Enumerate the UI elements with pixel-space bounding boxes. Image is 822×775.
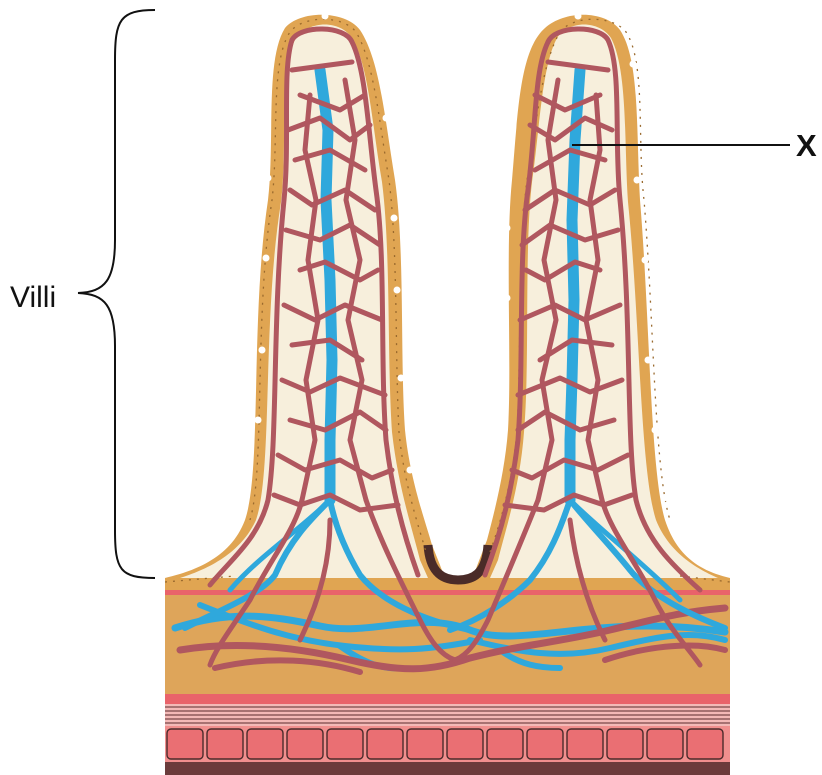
x-label: X	[796, 128, 817, 163]
muscle-cell	[367, 729, 403, 759]
muscle-cell	[487, 729, 523, 759]
muscle-cell	[407, 729, 443, 759]
muscle-layer	[165, 694, 730, 775]
muscle-cell	[647, 729, 683, 759]
muscle-cell	[527, 729, 563, 759]
villi-label: Villi	[10, 281, 56, 314]
muscle-cell	[247, 729, 283, 759]
muscle-cell	[447, 729, 483, 759]
villi-bracket	[78, 10, 155, 578]
muscle-cell	[607, 729, 643, 759]
muscle-cell	[327, 729, 363, 759]
villi-label-group: Villi	[10, 10, 155, 578]
muscle-cell	[567, 729, 603, 759]
muscle-cell	[207, 729, 243, 759]
muscle-cell	[287, 729, 323, 759]
muscle-cell	[687, 729, 723, 759]
muscle-cell	[167, 729, 203, 759]
